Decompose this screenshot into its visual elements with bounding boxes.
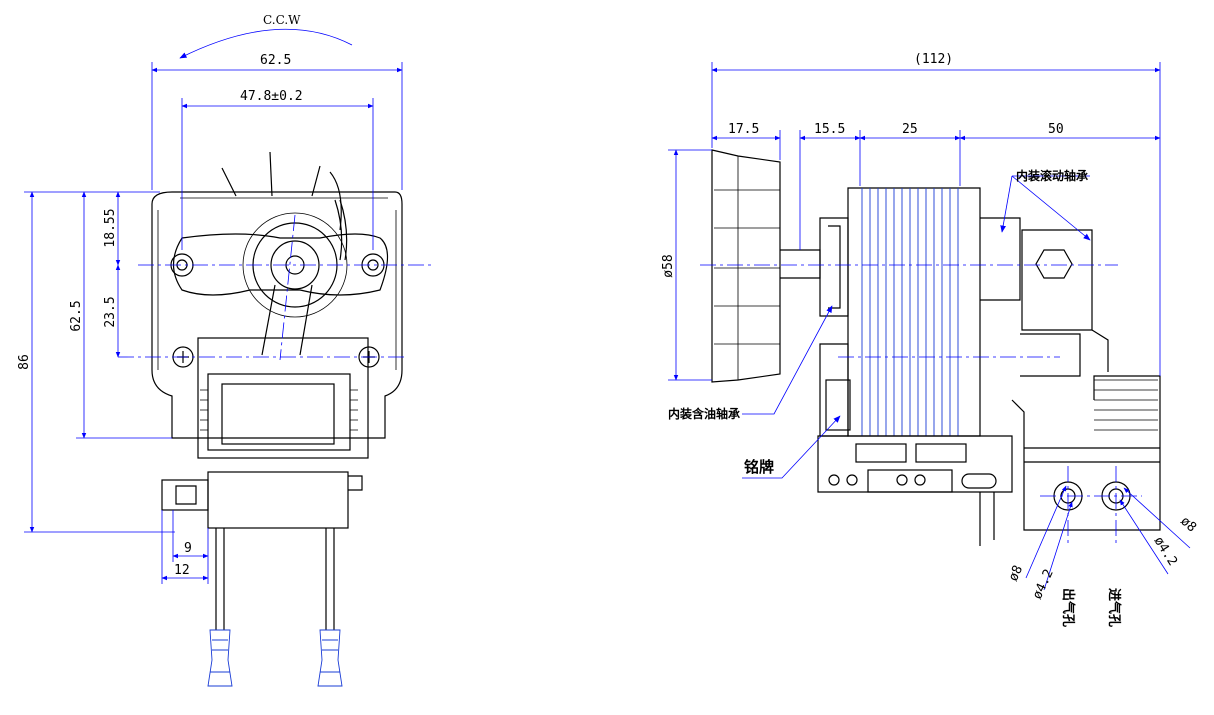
- dim-front-height: 86: [17, 191, 175, 533]
- rotation-arrow: C.C.W: [179, 13, 353, 59]
- dim-fan-diameter-label: ø58: [661, 254, 676, 277]
- dim-front-width: 62.5: [151, 53, 403, 190]
- side-fan: [711, 149, 821, 383]
- dim-fan-width: 17.5: [711, 122, 781, 160]
- dim-fan-diameter: ø58: [661, 149, 712, 381]
- inlet-label: 进气孔: [1106, 588, 1122, 627]
- callout-nameplate: 铭牌: [742, 415, 841, 479]
- oil-bearing-label: 内装含油轴承: [668, 406, 740, 421]
- dim-small-12-label: 12: [174, 563, 190, 578]
- dim-total-length-label: (112): [914, 52, 953, 67]
- dim-seg-50: 50: [959, 122, 1161, 141]
- dim-top-offset: 18.55: [103, 191, 121, 266]
- connector-right: [317, 629, 343, 687]
- dim-seg-25-label: 25: [902, 122, 918, 137]
- dim-small-9: 9: [172, 510, 209, 562]
- side-base: [817, 343, 1161, 546]
- callout-oil-bearing: 内装含油轴承: [668, 305, 833, 421]
- dim-total-length: (112): [711, 52, 1161, 376]
- dim-seg-15-5: 15.5: [799, 122, 861, 250]
- dim-top-offset-label: 18.55: [103, 208, 118, 247]
- dim-front-height-label: 86: [17, 354, 32, 370]
- dim-fan-width-label: 17.5: [728, 122, 759, 137]
- front-frame: [151, 151, 403, 687]
- dim-mount-height-label: 62.5: [69, 300, 84, 331]
- connector-left: [207, 629, 233, 687]
- hole-4-2-right-label: ø4.2: [1151, 534, 1180, 569]
- dim-seg-15-5-label: 15.5: [814, 122, 845, 137]
- dim-front-width-label: 62.5: [260, 53, 291, 68]
- rotation-label: C.C.W: [263, 13, 301, 27]
- dim-mount-height: 62.5: [69, 191, 172, 439]
- ball-bearing-label: 内装滚动轴承: [1016, 168, 1088, 183]
- front-view: C.C.W: [17, 13, 432, 687]
- callout-ball-bearing: 内装滚动轴承: [1000, 168, 1091, 241]
- dim-small-9-label: 9: [184, 541, 192, 556]
- outlet-inlet-labels: 出气孔 进气孔: [1060, 588, 1122, 627]
- dim-small-12: 12: [161, 510, 209, 584]
- hole-8-left-label: ø8: [1006, 563, 1026, 584]
- dim-hole-spacing: 47.8±0.2: [181, 89, 374, 250]
- hole-dims: ø8 ø4.2 ø4.2 ø8: [1006, 485, 1199, 602]
- dim-hole-offset: 23.5: [103, 264, 121, 358]
- side-view: (112) 17.5 15.5 25 50 ø58: [661, 52, 1199, 627]
- hole-8-right-label: ø8: [1177, 514, 1199, 536]
- hole-4-2-left-label: ø4.2: [1030, 567, 1057, 602]
- outlet-label: 出气孔: [1060, 588, 1076, 627]
- dim-hole-offset-label: 23.5: [103, 296, 118, 327]
- dim-seg-25: 25: [859, 122, 961, 186]
- nameplate-label: 铭牌: [744, 458, 774, 476]
- dim-seg-50-label: 50: [1048, 122, 1064, 137]
- side-stator: [847, 187, 981, 437]
- dim-hole-spacing-label: 47.8±0.2: [240, 89, 303, 104]
